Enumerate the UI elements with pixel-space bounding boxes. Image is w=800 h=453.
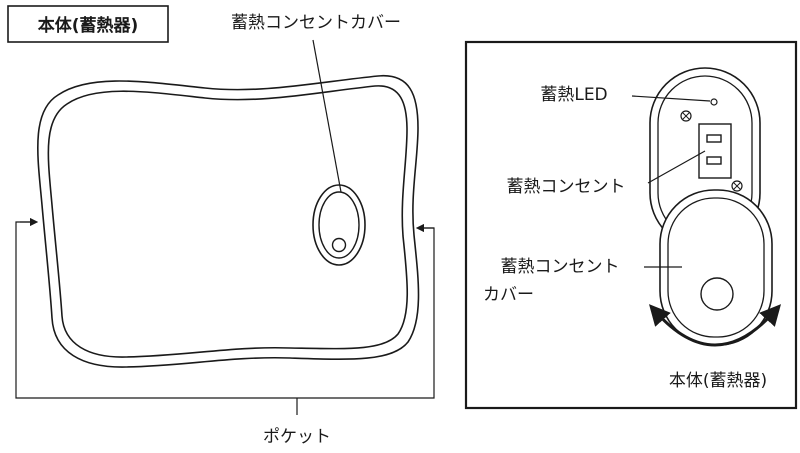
title-box-label: 本体(蓄熱器) xyxy=(38,15,139,36)
outlet-label: 蓄熱コンセント xyxy=(507,177,626,197)
cover-detail-label-line2: カバー xyxy=(483,285,534,305)
pocket-label: ポケット xyxy=(263,427,331,447)
cover-leader-line xyxy=(312,39,342,193)
rotate-arrow-icon xyxy=(648,304,782,347)
cover-detail-label-line1: 蓄熱コンセント xyxy=(501,257,620,277)
outlet-leader-line xyxy=(647,150,706,184)
cover-top-label: 蓄熱コンセントカバー xyxy=(231,13,401,33)
socket-slot-bottom xyxy=(706,156,722,165)
screw-icon xyxy=(731,180,743,192)
body-outer-outline xyxy=(37,75,420,368)
detail-panel: 蓄熱LED 蓄熱コンセント 蓄熱コンセント カバー 本体(蓄熱器) xyxy=(464,40,798,410)
pocket-bracket-line xyxy=(15,221,435,399)
detail-cover-knob xyxy=(700,277,734,311)
led-indicator xyxy=(710,98,718,106)
outlet-cover-knob xyxy=(331,237,347,253)
outlet-cover-outer xyxy=(312,184,366,266)
body-inner-outline xyxy=(47,85,408,358)
socket-slot-top xyxy=(706,134,722,143)
body-detail-label: 本体(蓄熱器) xyxy=(669,371,767,391)
led-leader-line xyxy=(631,95,711,102)
title-box: 本体(蓄熱器) xyxy=(7,5,169,43)
pocket-bracket xyxy=(15,217,435,415)
heater-body xyxy=(37,75,420,368)
outlet-cover xyxy=(312,184,366,266)
detail-cover-inner xyxy=(667,197,765,338)
led-label: 蓄熱LED xyxy=(540,85,607,105)
outlet-cover-inner xyxy=(318,191,360,259)
screw-icon xyxy=(680,110,692,122)
